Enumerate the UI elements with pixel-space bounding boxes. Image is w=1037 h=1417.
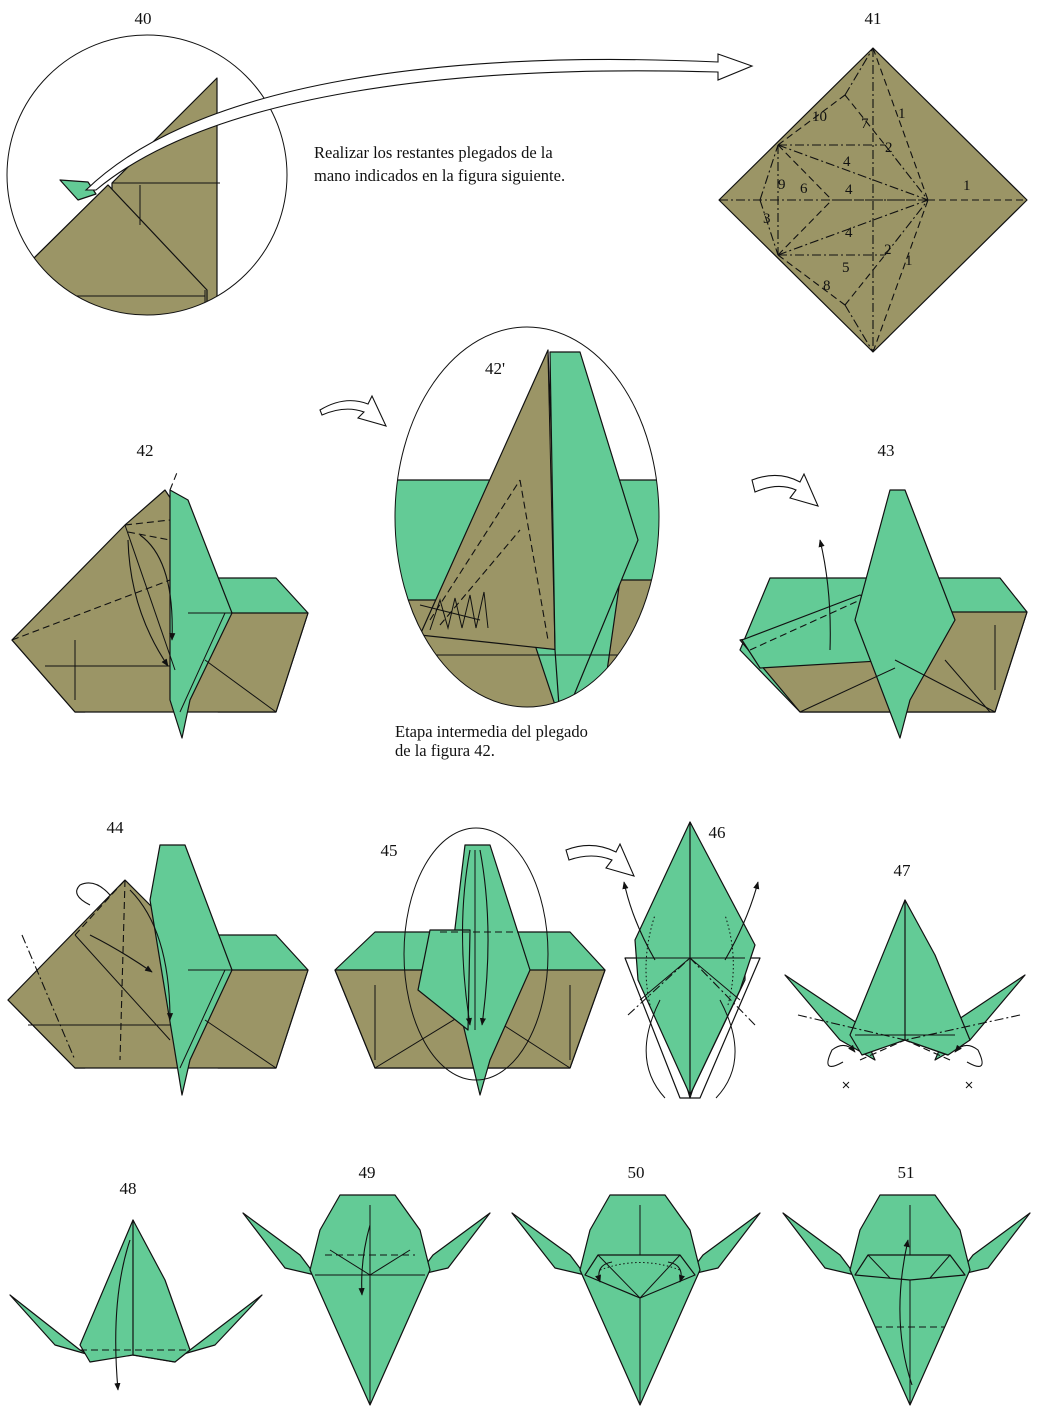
fold-arrow-icon [127, 539, 169, 667]
step-number: 42' [485, 359, 505, 378]
step-number: 41 [865, 9, 882, 28]
crease-label: 2 [884, 242, 892, 258]
detail-ellipse [403, 827, 549, 1081]
crease-label: 7 [861, 116, 869, 132]
step-42: 42 [11, 441, 309, 739]
step-40: 40 Realizar los restantes plegados de la… [6, 9, 754, 316]
step-number: 51 [898, 1163, 915, 1182]
step-number: 48 [120, 1179, 137, 1198]
crease-label: 9 [778, 177, 786, 193]
fold-arrow-icon [622, 881, 656, 961]
step-48: 48 [9, 1179, 263, 1391]
caption-line: mano indicados en la figura siguiente. [314, 166, 565, 185]
crease-label: 4 [843, 154, 851, 170]
step-number: 46 [709, 823, 726, 842]
step-number: 49 [359, 1163, 376, 1182]
turn-over-arrow-icon [76, 882, 111, 906]
step-43: 43 [739, 441, 1028, 739]
curved-arrow-icon [319, 394, 388, 427]
step-46: 46 [622, 821, 761, 1099]
caption-line: Etapa intermedia del plegado [395, 722, 588, 741]
turn-over-arrow-icon [954, 1044, 983, 1067]
step-number: 40 [135, 9, 152, 28]
step-number: 47 [894, 861, 912, 880]
fold-arrow-icon [818, 539, 831, 651]
detail-circle [6, 34, 288, 316]
fold-arrow-icon [595, 1261, 613, 1283]
fold-arrow-icon [89, 934, 153, 973]
curved-arrow-icon [751, 472, 819, 507]
fold-arrow-icon [114, 1239, 131, 1391]
crease-label: 8 [823, 278, 831, 294]
step-number: 45 [381, 841, 398, 860]
crease-label: 3 [763, 211, 771, 227]
step-49: 49 [242, 1163, 491, 1406]
crease-label: 4 [845, 225, 853, 241]
fold-arrow-icon [461, 849, 472, 1026]
step-number: 44 [107, 818, 125, 837]
step-44: 44 [7, 818, 309, 1096]
crease-label: 1 [963, 178, 971, 194]
caption-line: Realizar los restantes plegados de la [314, 143, 553, 162]
step-number: 42 [137, 441, 154, 460]
caption-line: de la figura 42. [395, 741, 495, 760]
step-number: 43 [878, 441, 895, 460]
fold-arrow-icon [358, 1224, 371, 1296]
crease-label: 1 [905, 253, 913, 269]
step-41: 41 1 1 1 2 2 3 4 4 4 5 6 7 8 [718, 9, 1028, 353]
crease-label: 2 [885, 140, 893, 156]
step-number: 50 [628, 1163, 645, 1182]
fold-arrow-icon [479, 849, 489, 1026]
step-51: 51 [782, 1163, 1031, 1406]
turn-over-arrow-icon [827, 1044, 856, 1067]
fold-arrow-icon [899, 1239, 913, 1386]
fold-arrow-icon [139, 534, 176, 641]
step-42-prime: 42' Etapa intermedia del plegado de la f… [394, 326, 660, 760]
step-45: 45 [334, 827, 606, 1096]
detail-ellipse [394, 326, 660, 708]
fold-arrow-icon [724, 881, 760, 961]
fold-arrow-icon [129, 889, 174, 1021]
step-50: 50 [511, 1163, 761, 1406]
fold-arrow-icon [667, 1261, 685, 1283]
curved-arrow-icon [565, 842, 635, 877]
crease-label: 1 [898, 106, 906, 122]
crease-label: 6 [800, 181, 808, 197]
crease-label: 5 [842, 260, 850, 276]
step-47: 47 [784, 861, 1026, 1089]
curved-arrow-icon [84, 53, 754, 191]
crease-label: 10 [812, 109, 827, 125]
crease-label: 4 [845, 182, 853, 198]
